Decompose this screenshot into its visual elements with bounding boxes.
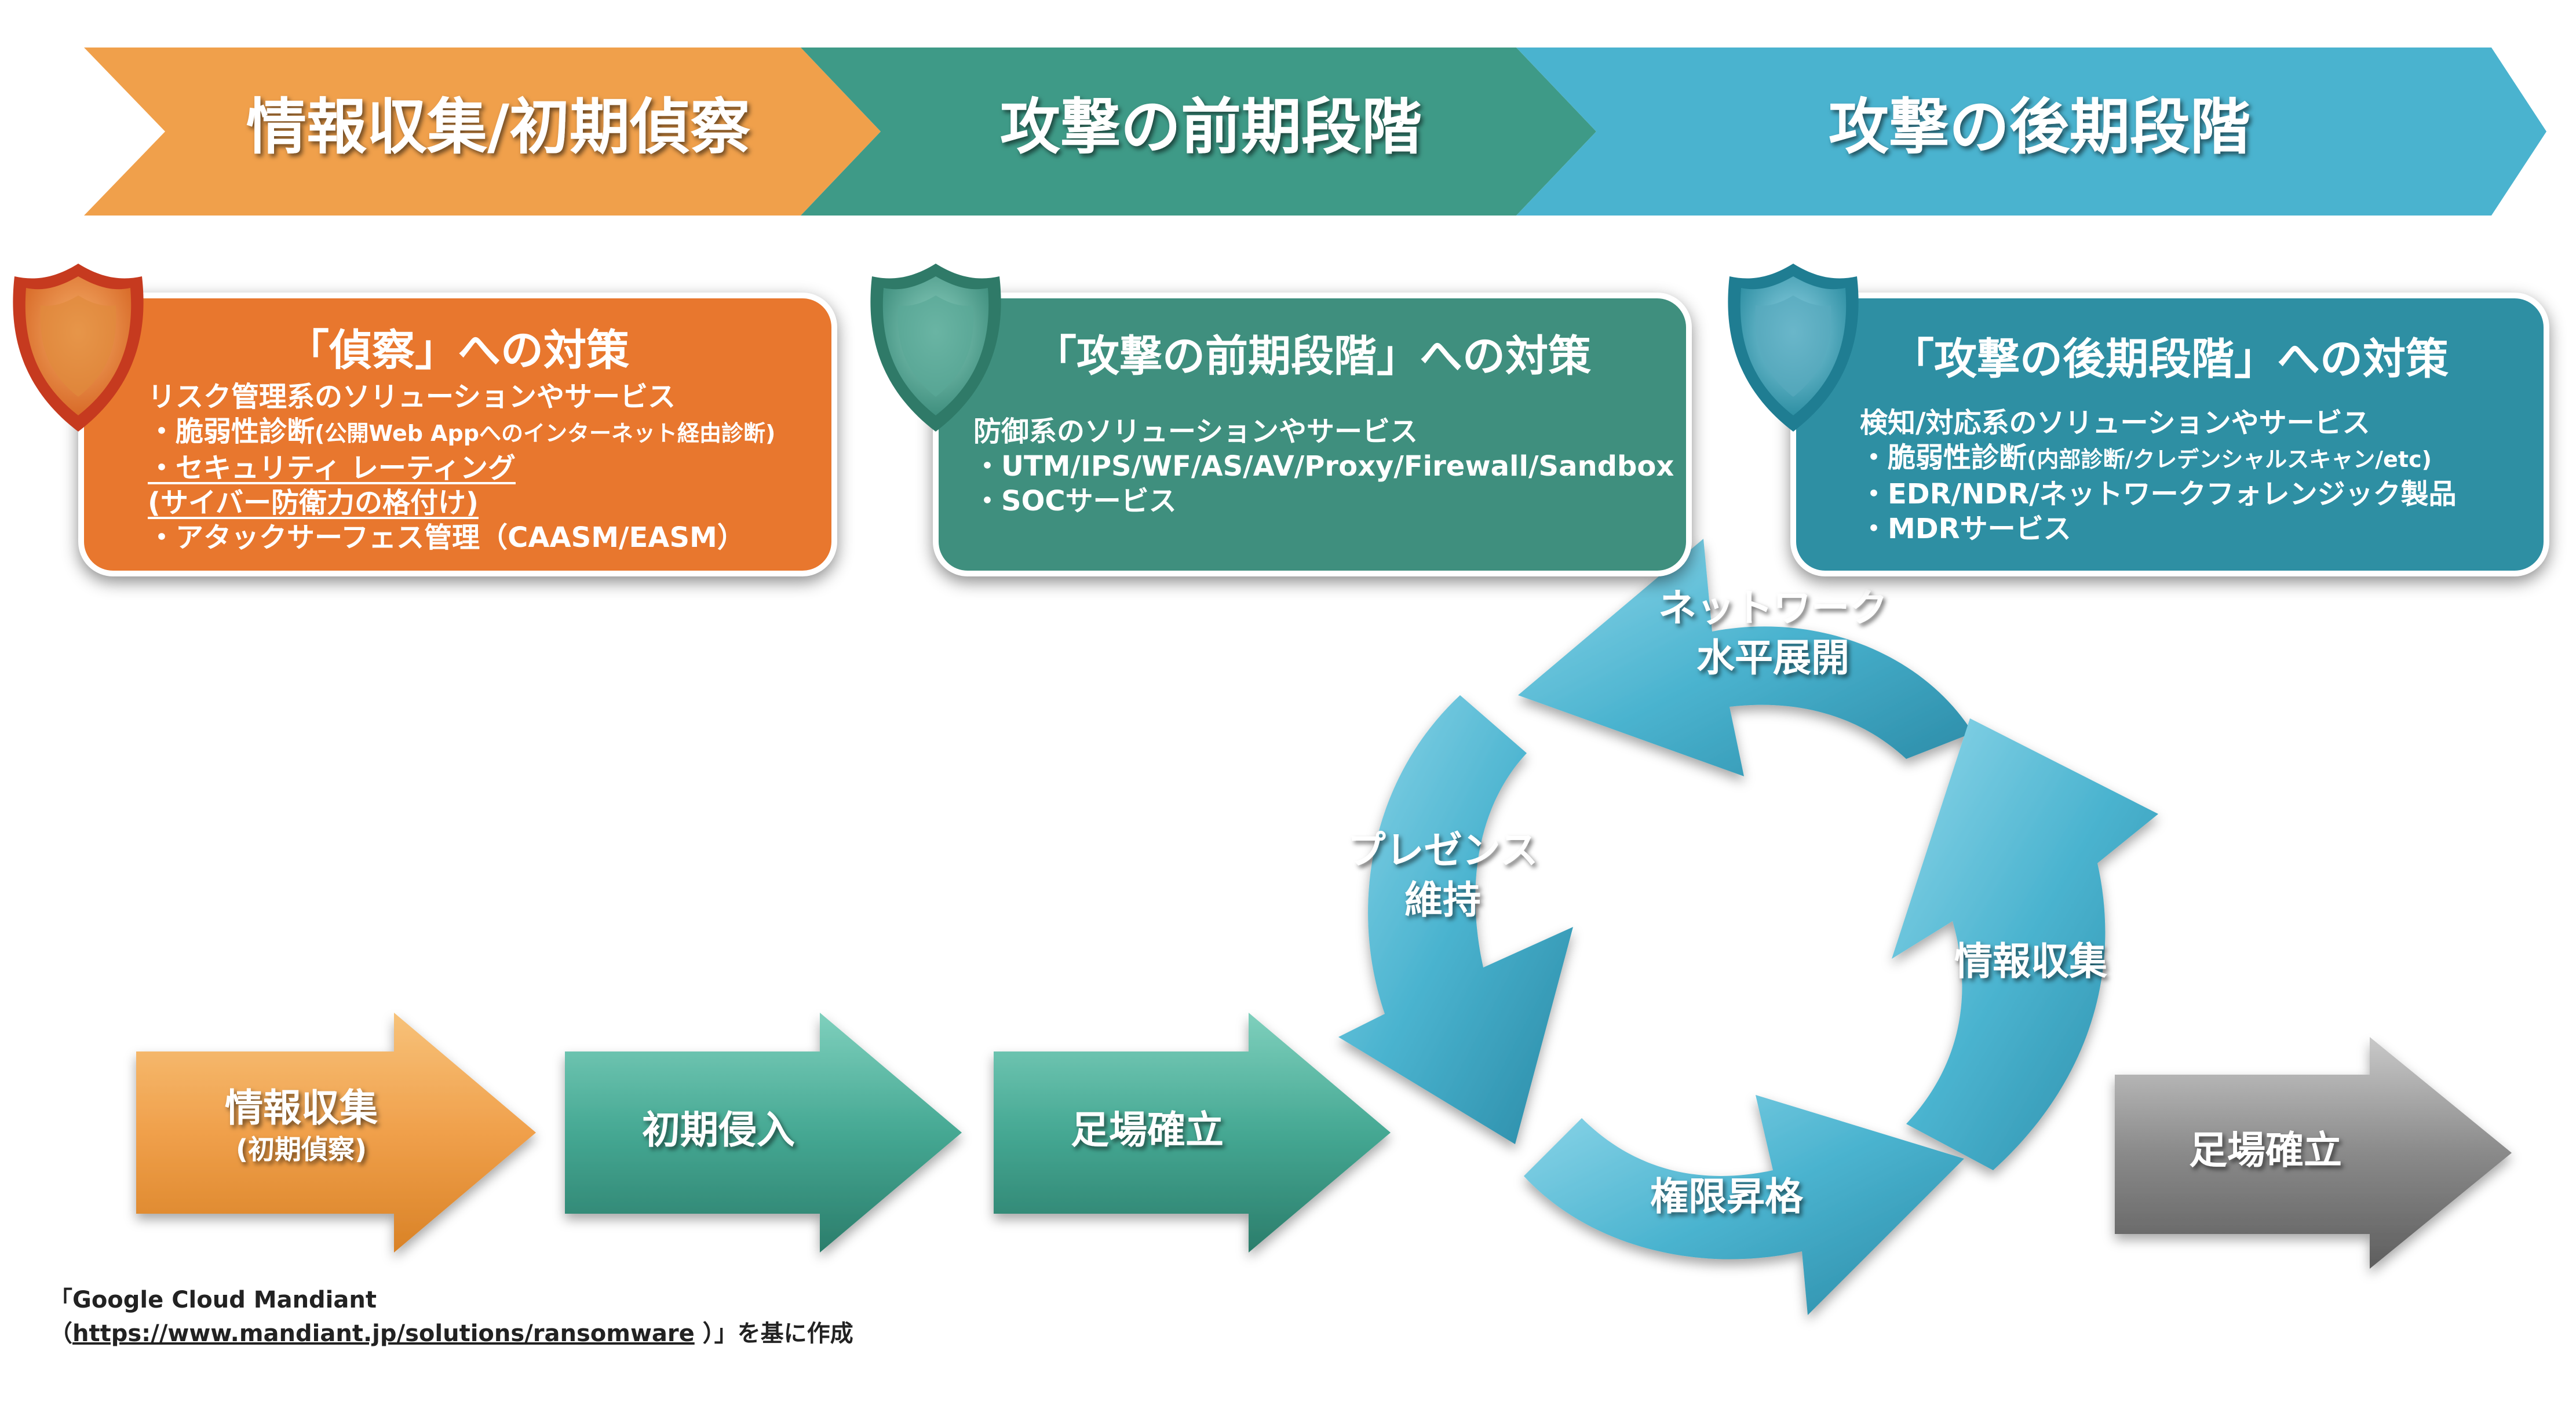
cycle-label-lateral-b: 水平展開 bbox=[1696, 636, 1849, 680]
box-item-internal-scan-note: (内部診断/クレデンシャルスキャン/etc) bbox=[2027, 447, 2432, 472]
box-item-mdr: ・MDRサービス bbox=[1860, 513, 2071, 545]
credit-open: （ bbox=[49, 1320, 72, 1347]
box-item-vuln-scan: ・脆弱性診断(公開Web Appへのインターネット経由診断) bbox=[148, 414, 775, 451]
phase-chevron-early bbox=[801, 48, 1596, 216]
cycle-label-lateral-a: ネットワーク bbox=[1658, 586, 1888, 630]
box-item-vuln-scan-note: (公開Web Appへのインターネット経由診断) bbox=[315, 421, 776, 446]
flow-arrow-foothold bbox=[994, 1013, 1391, 1253]
credit-line-1: 「Google Cloud Mandiant bbox=[49, 1287, 377, 1313]
box-intro-late: 検知/対応系のソリューションやサービス bbox=[1860, 407, 2370, 439]
box-intro-early: 防御系のソリューションやサービス bbox=[973, 415, 1418, 448]
phase-banner: 情報収集/初期偵察 攻撃の前期段階 攻撃の後期段階 bbox=[84, 48, 2546, 216]
credit-line-2: （https://www.mandiant.jp/solutions/ranso… bbox=[49, 1317, 853, 1350]
flow-label-foothold: 足場確立 bbox=[1071, 1108, 1224, 1152]
box-item-attack-surface: ・アタックサーフェス管理（CAASM/EASM） bbox=[148, 521, 745, 554]
box-item-internal-scan-label: ・脆弱性診断 bbox=[1860, 441, 2027, 474]
box-title-late: 「攻撃の後期段階」への対策 bbox=[1891, 334, 2449, 384]
box-item-defense-products: ・UTM/IPS/WF/AS/AV/Proxy/Firewall/Sandbox bbox=[973, 450, 1674, 483]
box-item-edr: ・EDR/NDR/ネットワークフォレンジック製品 bbox=[1860, 478, 2457, 510]
flow-arrow-recon bbox=[136, 1013, 536, 1253]
cycle-arrow-lateral-movement bbox=[1518, 539, 1973, 776]
cycle-label-info-gathering: 情報収集 bbox=[1954, 939, 2107, 984]
phase-chevron-recon bbox=[84, 48, 881, 216]
box-item-security-rating: ・セキュリティ レーティング bbox=[148, 452, 516, 484]
flow-arrow-initial-access bbox=[565, 1013, 962, 1253]
countermeasure-box-recon: 「偵察」への対策 リスク管理系のソリューションやサービス ・脆弱性診断(公開We… bbox=[78, 293, 837, 576]
box-item-internal-scan: ・脆弱性診断(内部診断/クレデンシャルスキャン/etc) bbox=[1860, 440, 2457, 477]
cycle-labels: ネットワーク 水平展開 情報収集 権限昇格 プレゼンス 維持 bbox=[1348, 586, 2107, 1219]
credit-url-link[interactable]: https://www.mandiant.jp/solutions/ransom… bbox=[72, 1320, 695, 1347]
box-item-soc: ・SOCサービス bbox=[973, 485, 1177, 517]
cycle-label-presence-b: 維持 bbox=[1404, 878, 1481, 922]
box-item-vuln-scan-label: ・脆弱性診断 bbox=[148, 415, 315, 448]
cycle-label-presence-a: プレゼンス bbox=[1348, 828, 1538, 872]
flow-label-final: 足場確立 bbox=[2189, 1128, 2342, 1173]
credit-close: ）」を基に作成 bbox=[694, 1320, 853, 1347]
flow-sublabel-recon: (初期偵察) bbox=[236, 1134, 367, 1165]
box-title-recon: 「偵察」への対策 bbox=[286, 326, 629, 375]
phase-label-recon: 情報収集/初期偵察 bbox=[246, 92, 750, 162]
box-item-security-rating-note: (サイバー防衛力の格付け) bbox=[148, 487, 479, 519]
attack-flow bbox=[136, 1013, 2512, 1269]
attack-cycle bbox=[1338, 539, 2158, 1315]
countermeasure-box-early: 「攻撃の前期段階」への対策 防御系のソリューションやサービス ・UTM/IPS/… bbox=[933, 293, 1692, 576]
flow-labels: 情報収集 (初期偵察) 初期侵入 足場確立 足場確立 bbox=[225, 1086, 2342, 1173]
box-intro-recon: リスク管理系のソリューションやサービス bbox=[148, 381, 676, 413]
flow-arrow-final bbox=[2115, 1037, 2512, 1269]
phase-label-late: 攻撃の後期段階 bbox=[1829, 92, 2250, 162]
box-title-early: 「攻撃の前期段階」への対策 bbox=[1034, 331, 1591, 381]
phase-chevron-late bbox=[1516, 48, 2546, 216]
flow-label-recon: 情報収集 bbox=[225, 1086, 378, 1130]
cycle-arrow-info-gathering bbox=[1892, 718, 2158, 1170]
countermeasure-box-late: 「攻撃の後期段階」への対策 検知/対応系のソリューションやサービス ・脆弱性診断… bbox=[1790, 293, 2549, 576]
flow-label-initial-access: 初期侵入 bbox=[642, 1108, 795, 1152]
cycle-label-privilege-escalation: 権限昇格 bbox=[1650, 1174, 1804, 1219]
cycle-arrow-maintain-presence bbox=[1338, 695, 1573, 1144]
phase-label-early: 攻撃の前期段階 bbox=[1000, 92, 1422, 162]
source-credit: 「Google Cloud Mandiant （https://www.mand… bbox=[49, 1283, 853, 1350]
cycle-arrow-privilege-escalation bbox=[1524, 1095, 1964, 1315]
